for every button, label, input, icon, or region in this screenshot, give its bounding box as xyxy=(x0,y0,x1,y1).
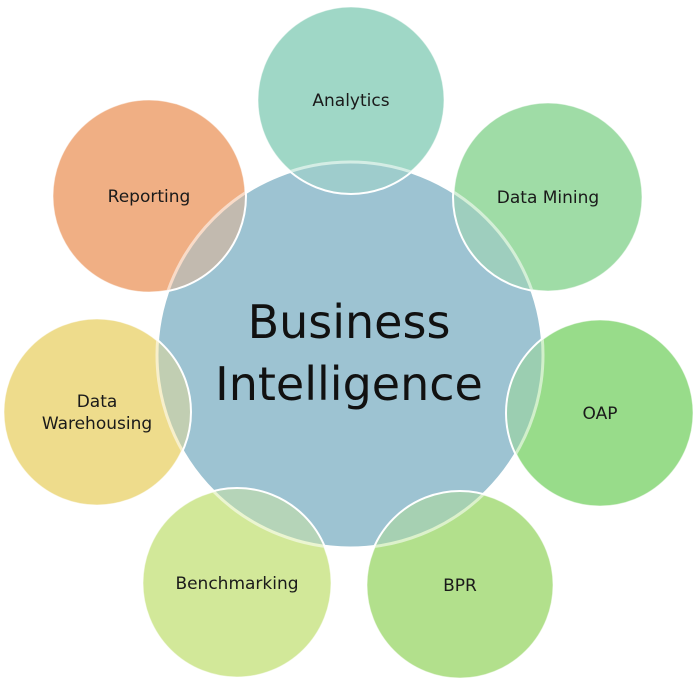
overlap-reporting xyxy=(51,98,247,294)
label-oap: OAP xyxy=(583,404,618,424)
overlap-data-warehousing xyxy=(2,317,192,507)
label-reporting-line-1: Reporting xyxy=(108,187,191,207)
label-oap-line-1: OAP xyxy=(583,404,618,424)
label-benchmarking: Benchmarking xyxy=(175,574,298,594)
label-data-mining-line-1: Data Mining xyxy=(497,188,599,208)
overlap-layer xyxy=(2,5,695,680)
overlap-analytics xyxy=(256,5,446,195)
overlap-data-mining xyxy=(452,101,644,293)
label-analytics: Analytics xyxy=(312,91,389,111)
overlap-bpr xyxy=(365,490,555,680)
label-benchmarking-line-1: Benchmarking xyxy=(175,574,298,594)
overlap-oap xyxy=(505,318,695,508)
overlap-benchmarking xyxy=(141,487,333,679)
label-reporting: Reporting xyxy=(108,187,191,207)
label-data-warehousing-line-2: Warehousing xyxy=(42,414,152,434)
label-data-mining: Data Mining xyxy=(497,188,599,208)
center-title-line2: Intelligence xyxy=(215,357,483,411)
center-title-line1: Business xyxy=(248,295,451,349)
label-bpr: BPR xyxy=(443,576,477,596)
center-circle xyxy=(155,160,545,550)
label-bpr-line-1: BPR xyxy=(443,576,477,596)
label-analytics-line-1: Analytics xyxy=(312,91,389,111)
label-data-warehousing-line-1: Data xyxy=(77,392,118,412)
